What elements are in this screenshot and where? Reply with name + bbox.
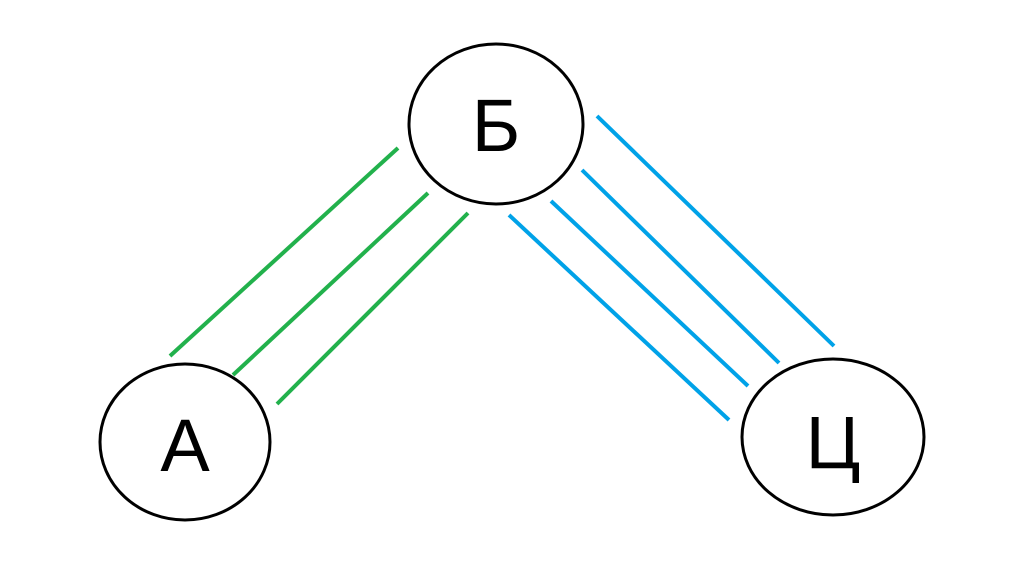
node-c-circle <box>740 357 926 517</box>
node-c-label: Ц <box>806 401 861 484</box>
link-b-c-line <box>595 114 836 348</box>
link-b-c-line <box>580 168 781 365</box>
link-b-c-line <box>507 213 731 422</box>
link-b-c-line <box>549 199 750 388</box>
node-a-circle <box>98 362 272 522</box>
links-b-c <box>507 114 836 422</box>
node-c: Ц <box>740 357 926 517</box>
node-b-label: Б <box>472 84 521 167</box>
node-b-circle <box>407 42 585 206</box>
node-a: А <box>98 362 272 522</box>
node-b: Б <box>407 42 585 206</box>
link-a-b-line <box>275 211 470 406</box>
links-a-b <box>168 146 470 406</box>
node-a-label: А <box>160 404 210 487</box>
link-a-b-line <box>231 191 430 377</box>
link-a-b-line <box>168 146 400 358</box>
